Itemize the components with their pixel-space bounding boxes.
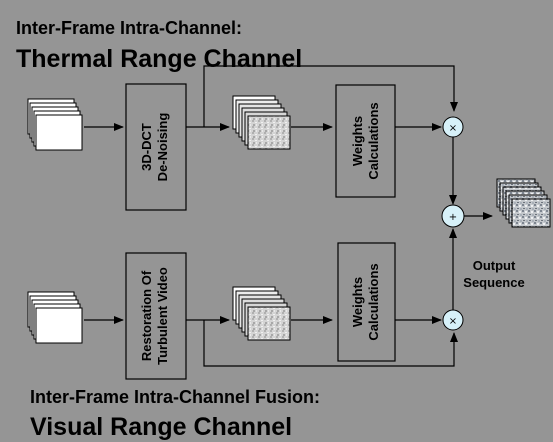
- thermal-weights-label-line1: Weights: [350, 116, 365, 166]
- visual-weights-label-line1: Weights: [350, 277, 365, 327]
- visual-restored-frames-icon: [232, 286, 291, 341]
- thermal-bypass-line: [203, 65, 458, 127]
- output-label-line1: Output: [473, 258, 516, 273]
- denoise-label-line2: De-Noising: [155, 113, 170, 182]
- visual-multiply-symbol: ×: [449, 316, 457, 327]
- visual-bypass-line: [203, 320, 458, 367]
- restoration-label-line2: Turbulent Video: [155, 267, 170, 365]
- sum-symbol: +: [449, 212, 457, 223]
- visual-weights-box: [337, 242, 396, 362]
- thermal-input-frames-icon: [27, 98, 83, 151]
- thermal-weights-box: [335, 84, 396, 198]
- thermal-weights-label-line2: Calculations: [366, 102, 381, 179]
- visual-heading-line1: Inter-Frame Intra-Channel Fusion:: [30, 387, 320, 407]
- denoise-label-line1: 3D-DCT: [139, 123, 154, 171]
- output-frames-icon: [496, 178, 551, 228]
- restoration-box: [125, 252, 187, 380]
- thermal-heading-line2: Thermal Range Channel: [16, 45, 302, 73]
- thermal-denoised-frames-icon: [232, 95, 291, 150]
- denoise-box: [125, 83, 187, 211]
- visual-heading-line2: Visual Range Channel: [30, 413, 292, 441]
- visual-input-frames-icon: [27, 291, 83, 344]
- output-label-line2: Sequence: [463, 275, 524, 290]
- thermal-heading-line1: Inter-Frame Intra-Channel:: [16, 18, 242, 38]
- visual-weights-label-line2: Calculations: [366, 263, 381, 340]
- restoration-label-line1: Restoration Of: [139, 270, 154, 361]
- thermal-multiply-symbol: ×: [449, 123, 457, 134]
